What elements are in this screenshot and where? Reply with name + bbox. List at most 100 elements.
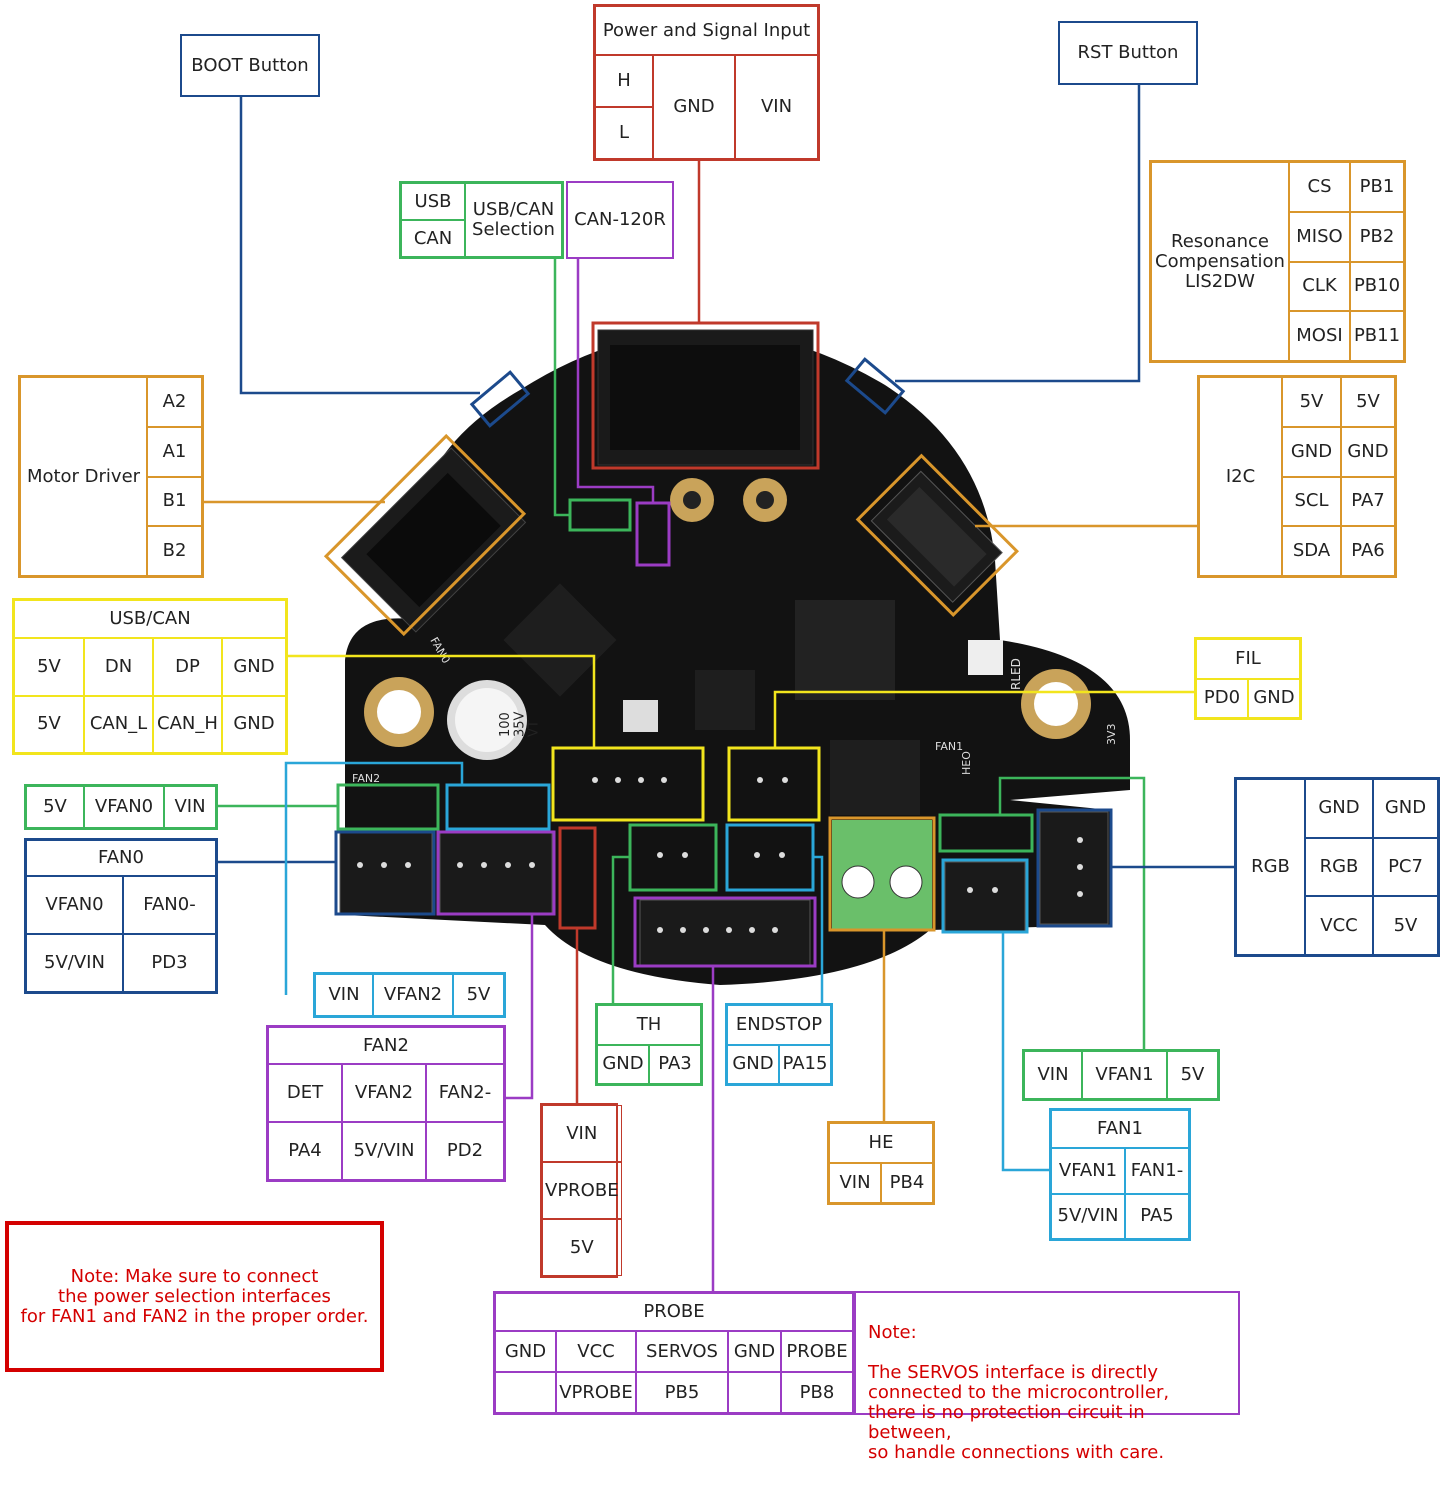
probe-title: PROBE (495, 1293, 853, 1331)
hl-i2c (855, 453, 1020, 618)
vfan1-sel-2: 5V (1167, 1051, 1218, 1099)
fan0-r0-c0: VFAN0 (26, 876, 123, 934)
wire-fan1 (1001, 932, 1049, 1172)
wire-vfan2 (284, 761, 464, 995)
board-heo-label: HEO (960, 751, 973, 775)
board-fan2-label: FAN2 (352, 772, 380, 785)
fan2-title: FAN2 (268, 1027, 504, 1064)
resonance-table: Resonance Compensation LIS2DW CS PB1 MIS… (1149, 160, 1406, 363)
usbcan-r1-0: 5V (14, 638, 84, 696)
chip-small (695, 670, 755, 730)
hl-usbcan (551, 746, 705, 822)
th-table: TH GND PA3 (595, 1003, 703, 1086)
fan2-r1-c2: PD2 (426, 1122, 504, 1180)
wire-vfan1 (998, 776, 1146, 1049)
rst-button-label: RST Button (1058, 21, 1198, 85)
board-fan1-label: FAN1 (935, 740, 963, 753)
usbcan-sel-label: USB/CAN Selection (465, 183, 562, 257)
usbcan-r1-2: DP (153, 638, 222, 696)
rgb-r0-c0: GND (1305, 779, 1373, 838)
hl-rst (844, 357, 906, 415)
wire-boot (239, 97, 480, 395)
power-input-table: Power and Signal Input H GND VIN L (593, 4, 820, 161)
conn-probe (639, 899, 811, 966)
crystal (623, 700, 658, 732)
rgb-title: RGB (1236, 779, 1305, 955)
fil-title: FIL (1196, 639, 1300, 679)
probe-r2-1: VPROBE (556, 1372, 636, 1413)
probe-r2-2: PB5 (636, 1372, 728, 1413)
fan0-title: FAN0 (26, 840, 216, 876)
resonance-r2-c1: PB10 (1350, 261, 1404, 312)
probe-r1-0: GND (495, 1331, 556, 1372)
servo-note-text: The SERVOS interface is directly connect… (868, 1362, 1170, 1463)
rgb-r2-c1: 5V (1373, 896, 1438, 955)
resonance-r3-c1: PB11 (1350, 311, 1404, 361)
fan0-r1-c0: 5V/VIN (26, 934, 123, 992)
vprobe-sel-0: VIN (542, 1105, 622, 1162)
rgb-r2-c0: VCC (1305, 896, 1373, 955)
vfan2-sel-2: 5V (453, 974, 504, 1016)
resonance-r2-c0: CLK (1289, 261, 1350, 312)
servo-note-title: Note: (868, 1322, 917, 1343)
i2c-r0-c1: 5V (1341, 377, 1395, 427)
he-pin-0: VIN (829, 1163, 881, 1203)
mcu-chip (795, 600, 895, 700)
hl-vfan1 (938, 813, 1034, 853)
fan1-r1-c1: PA5 (1125, 1193, 1189, 1239)
hl-vfan2 (445, 783, 551, 831)
fan2-r1-c1: 5V/VIN (342, 1122, 426, 1180)
hl-he (828, 816, 936, 932)
power-title: Power and Signal Input (595, 6, 818, 55)
hl-fan0 (334, 830, 436, 916)
endstop-title: ENDSTOP (727, 1005, 831, 1045)
fan-note-box: Note: Make sure to connect the power sel… (5, 1221, 384, 1372)
probe-r1-1: VCC (556, 1331, 636, 1372)
vfan0-sel-0: 5V (26, 786, 84, 828)
motor-driver-table: Motor Driver A2 A1 B1 B2 (18, 375, 204, 578)
conn-fan1 (944, 861, 1026, 933)
resonance-r0-c1: PB1 (1350, 162, 1404, 212)
wire-fan2 (505, 914, 534, 1100)
wire-rst (895, 85, 1141, 383)
vfan0-sel-2: VIN (164, 786, 216, 828)
probe-r1-2: SERVOS (636, 1331, 728, 1372)
he-title: HE (829, 1123, 933, 1163)
fan1-title: FAN1 (1051, 1110, 1189, 1148)
th-pin-1: PA3 (649, 1044, 701, 1084)
fan2-r1-c0: PA4 (268, 1122, 342, 1180)
usbcan-r2-2: CAN_H (153, 695, 222, 753)
wire-usbcan-sel (553, 258, 570, 517)
wire-usbcan (287, 654, 596, 748)
fan2-r0-c2: FAN2- (426, 1064, 504, 1122)
resonance-title: Resonance Compensation LIS2DW (1151, 162, 1289, 361)
fan1-r1-c0: 5V/VIN (1051, 1193, 1125, 1239)
rst-label: RST Button (1077, 42, 1179, 63)
i2c-r2-c0: SCL (1282, 476, 1341, 527)
conn-fan2 (439, 832, 553, 914)
rgb-r1-c0: RGB (1305, 837, 1373, 897)
usbcan-r2-3: GND (222, 695, 286, 753)
probe-r2-0 (495, 1372, 556, 1413)
resonance-r1-c0: MISO (1289, 211, 1350, 262)
motor-pin-b1: B1 (147, 476, 202, 527)
fan-note-text: Note: Make sure to connect the power sel… (20, 1265, 369, 1327)
usbcan-table: USB/CAN 5V DN DP GND 5V CAN_L CAN_H GND (12, 598, 288, 755)
vfan1-sel-0: VIN (1024, 1051, 1082, 1099)
hl-boot (469, 370, 531, 428)
i2c-r3-c1: PA6 (1341, 526, 1395, 576)
fan2-r0-c1: VFAN2 (342, 1064, 426, 1122)
board-rled-label: RLED (1009, 658, 1023, 690)
fan2-r0-c0: DET (268, 1064, 342, 1122)
vfan2-sel-0: VIN (315, 974, 373, 1016)
usbcan-r1-3: GND (222, 638, 286, 696)
vprobe-sel-1: VPROBE (542, 1162, 622, 1219)
chip-apm (830, 740, 920, 815)
vprobe-selection-table: VIN VPROBE 5V (540, 1103, 622, 1278)
vprobe-sel-2: 5V (542, 1219, 622, 1276)
boot-button-label: BOOT Button (180, 34, 320, 97)
fan2-table: FAN2 DET VFAN2 FAN2- PA4 5V/VIN PD2 (266, 1025, 506, 1182)
th-pin-0: GND (597, 1044, 649, 1084)
board-3v3-label: 3V3 (1105, 723, 1118, 745)
rgb-r1-c1: PC7 (1373, 837, 1438, 897)
